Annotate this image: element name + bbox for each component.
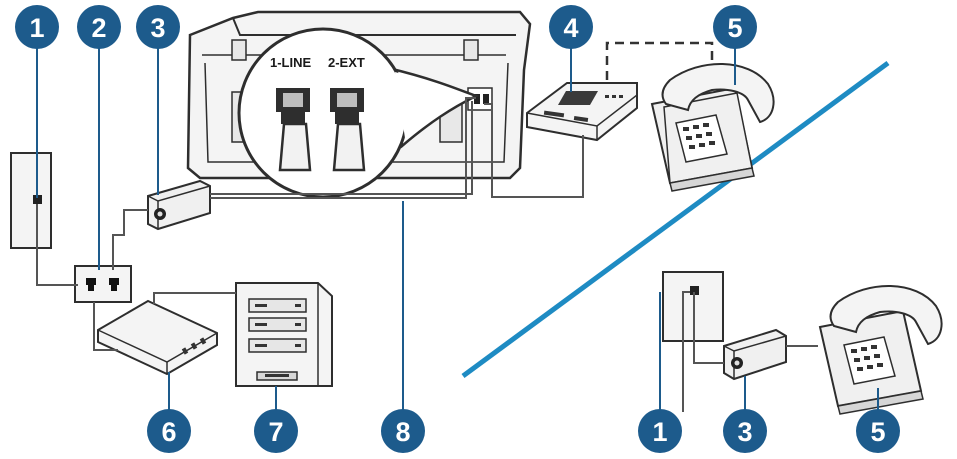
dsl-filter-lower (723, 328, 787, 381)
connection-lines-top (36, 97, 584, 351)
callout-8: 8 (381, 409, 425, 453)
callout-5-bottom: 5 (856, 409, 900, 453)
svg-text:8: 8 (395, 417, 410, 447)
callout-4: 4 (549, 5, 593, 49)
callout-3-bottom: 3 (723, 409, 767, 453)
ext-port-jack (330, 88, 366, 172)
answering-machine (526, 82, 638, 142)
svg-text:1: 1 (29, 13, 44, 43)
line-port-jack (276, 88, 312, 172)
telephone-lower (818, 285, 943, 415)
svg-text:2: 2 (91, 13, 106, 43)
callout-2: 2 (77, 5, 121, 49)
dsl-filter-upper (147, 179, 211, 231)
svg-text:4: 4 (563, 13, 578, 43)
wall-jack-left (10, 152, 52, 249)
phone-splitter (74, 265, 132, 303)
callout-3-top: 3 (136, 5, 180, 49)
svg-text:3: 3 (737, 417, 752, 447)
section-divider-line (461, 60, 890, 379)
callout-5-top: 5 (713, 5, 757, 49)
svg-text:5: 5 (870, 417, 885, 447)
port-label-ext: 2-EXT (328, 55, 365, 70)
callout-1-top: 1 (15, 5, 59, 49)
svg-text:3: 3 (150, 13, 165, 43)
connection-lines-bottom (682, 291, 818, 412)
telephone-upper (650, 63, 775, 192)
computer-tower (235, 282, 333, 387)
svg-text:6: 6 (161, 417, 176, 447)
svg-text:5: 5 (727, 13, 742, 43)
callout-6: 6 (147, 409, 191, 453)
svg-text:7: 7 (268, 417, 283, 447)
port-label-line: 1-LINE (270, 55, 312, 70)
answering-machine-to-phone-dashed-line (605, 41, 714, 80)
callout-1-bottom: 1 (638, 409, 682, 453)
dsl-modem (97, 299, 218, 376)
svg-text:1: 1 (652, 417, 667, 447)
callout-7: 7 (254, 409, 298, 453)
